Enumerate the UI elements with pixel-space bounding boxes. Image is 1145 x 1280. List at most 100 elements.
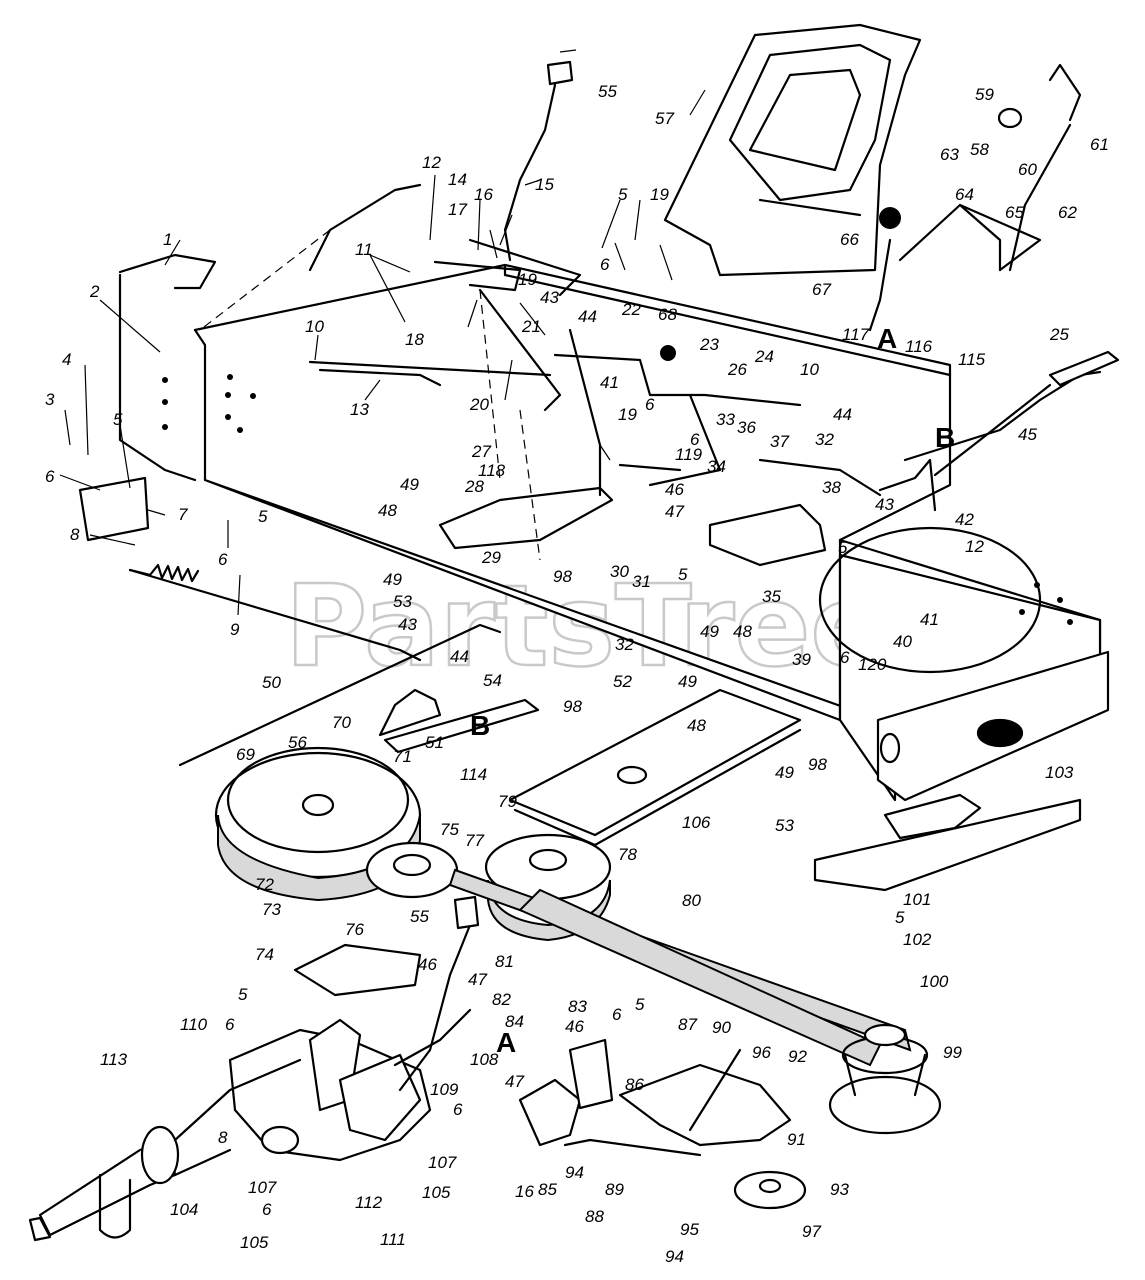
label-26: 26	[727, 360, 747, 379]
label-72: 72	[255, 875, 274, 894]
label-88: 88	[585, 1207, 604, 1226]
label-5a: 5	[113, 410, 123, 429]
label-57: 57	[655, 109, 674, 128]
dash-panel	[663, 23, 922, 277]
label-17: 17	[448, 200, 467, 219]
label-100: 100	[920, 972, 949, 991]
label-98b: 98	[563, 697, 582, 716]
brackets	[293, 688, 1082, 1157]
drive-pulleys	[214, 746, 942, 1210]
label-79: 79	[498, 792, 517, 811]
label-75: 75	[440, 820, 459, 839]
label-54: 54	[483, 671, 502, 690]
label-20: 20	[469, 395, 489, 414]
label-60: 60	[1018, 160, 1037, 179]
spring-9	[128, 563, 200, 583]
label-52: 52	[613, 672, 632, 691]
label-35: 35	[762, 587, 781, 606]
label-59: 59	[975, 85, 994, 104]
label-6g: 6	[225, 1015, 235, 1034]
label-31: 31	[632, 572, 651, 591]
label-119: 119	[675, 445, 703, 464]
label-41a: 41	[600, 373, 619, 392]
label-4: 4	[62, 350, 71, 369]
watermark: PartsTree	[285, 562, 886, 692]
label-73: 73	[262, 900, 281, 919]
label-39: 39	[792, 650, 811, 669]
label-44c: 44	[450, 647, 469, 666]
label-107a: 107	[428, 1153, 457, 1172]
label-97: 97	[802, 1222, 821, 1241]
label-104: 104	[170, 1200, 198, 1219]
label-32b: 32	[815, 430, 834, 449]
label-49b: 49	[383, 570, 402, 589]
label-19a: 19	[518, 270, 537, 289]
label-96: 96	[752, 1043, 771, 1062]
label-41b: 41	[920, 610, 939, 629]
label-61: 61	[1090, 135, 1109, 154]
label-8a: 8	[70, 525, 80, 544]
label-23: 23	[699, 335, 719, 354]
label-5g: 5	[238, 985, 248, 1004]
label-103: 103	[1045, 763, 1074, 782]
label-90: 90	[712, 1018, 731, 1037]
label-99: 99	[943, 1043, 962, 1062]
label-44b: 44	[833, 405, 852, 424]
label-105a: 105	[422, 1183, 451, 1202]
label-55b: 55	[410, 907, 429, 926]
label-5f: 5	[895, 908, 905, 927]
label-6c: 6	[600, 255, 610, 274]
label-30: 30	[610, 562, 629, 581]
label-67: 67	[812, 280, 831, 299]
label-15: 15	[535, 175, 554, 194]
leader-lines	[59, 49, 706, 616]
label-37: 37	[770, 432, 789, 451]
label-76: 76	[345, 920, 364, 939]
label-98a: 98	[553, 567, 572, 586]
label-83: 83	[568, 997, 587, 1016]
transaxle	[28, 1008, 472, 1242]
label-33: 33	[716, 410, 735, 429]
label-84: 84	[505, 1012, 524, 1031]
part-labels: 1 2 3 4 5 6 7 8 5 6 9 10 11 12 13 14 15 …	[45, 82, 1109, 1266]
label-6b: 6	[218, 550, 228, 569]
label-34: 34	[707, 457, 726, 476]
callout-a-upper: A	[877, 323, 897, 354]
label-65: 65	[1005, 203, 1024, 222]
label-95: 95	[680, 1220, 699, 1239]
label-87: 87	[678, 1015, 697, 1034]
label-46b: 46	[418, 955, 437, 974]
label-9: 9	[230, 620, 240, 639]
label-114: 114	[460, 765, 487, 784]
label-18: 18	[405, 330, 424, 349]
label-47c: 47	[505, 1072, 524, 1091]
label-77: 77	[465, 831, 484, 850]
label-5h: 5	[635, 995, 645, 1014]
label-27: 27	[471, 442, 491, 461]
label-5b: 5	[258, 507, 268, 526]
label-43a: 43	[540, 288, 559, 307]
label-66: 66	[840, 230, 859, 249]
label-49e: 49	[775, 763, 794, 782]
label-45: 45	[1018, 425, 1037, 444]
label-106: 106	[682, 813, 711, 832]
label-46c: 46	[565, 1017, 584, 1036]
lever-55-lower	[398, 923, 472, 1092]
label-86: 86	[625, 1075, 644, 1094]
label-82: 82	[492, 990, 511, 1009]
label-46a: 46	[665, 480, 684, 499]
label-93: 93	[830, 1180, 849, 1199]
label-48c: 48	[687, 716, 706, 735]
label-3: 3	[45, 390, 55, 409]
label-40: 40	[893, 632, 912, 651]
label-116: 116	[905, 337, 933, 356]
label-113: 113	[100, 1050, 128, 1069]
label-42: 42	[955, 510, 974, 529]
label-115: 115	[958, 350, 986, 369]
label-14: 14	[448, 170, 467, 189]
label-94a: 94	[565, 1163, 584, 1182]
label-55a: 55	[598, 82, 617, 101]
label-70: 70	[332, 713, 351, 732]
label-102: 102	[903, 930, 932, 949]
